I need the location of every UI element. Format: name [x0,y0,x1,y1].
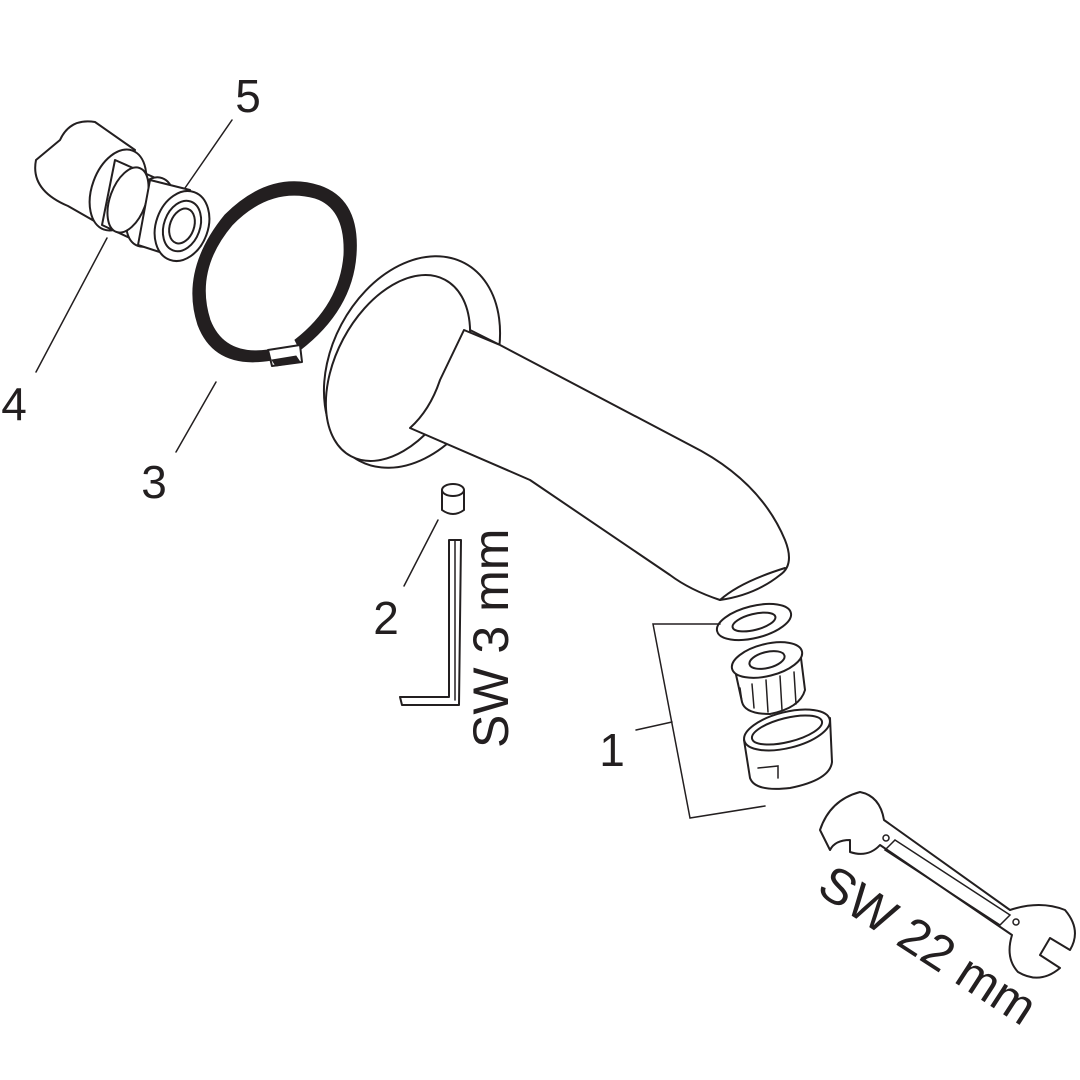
split-ring [192,181,357,367]
leader-4 [35,237,108,373]
leader-1 [635,721,673,731]
aerator-assembly [652,602,833,819]
open-end-wrench [819,791,1076,979]
hex-key-size-label: SW 3 mm [463,529,519,748]
callout-3: 3 [141,456,167,508]
bath-spout [322,255,790,601]
callout-1: 1 [599,724,625,776]
connector-fitting [34,120,211,262]
hex-key [399,539,462,706]
leader-2 [403,519,439,587]
leader-5 [184,119,233,189]
callout-2: 2 [373,592,399,644]
callout-5: 5 [235,70,261,122]
grub-screw [441,483,465,515]
leader-3 [175,381,217,453]
leader-lines [35,119,673,731]
callout-4: 4 [1,378,27,430]
